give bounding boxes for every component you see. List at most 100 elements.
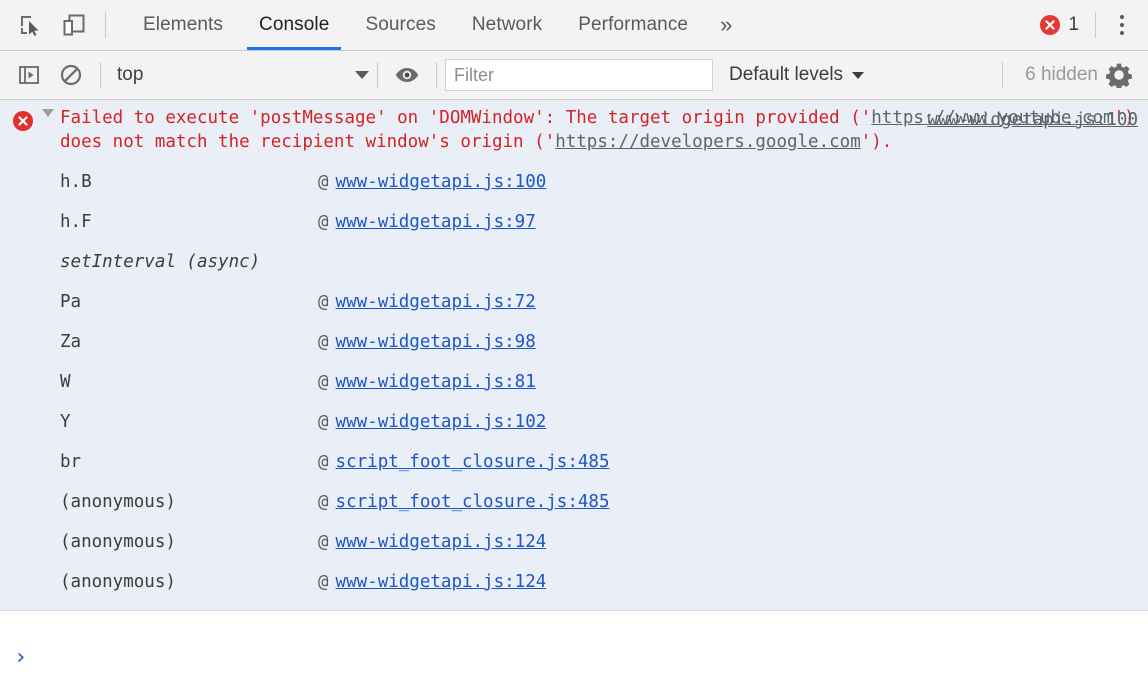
- kebab-dot: [1120, 23, 1124, 27]
- stack-frame-function: h.F: [60, 212, 92, 232]
- error-message-header: Failed to execute 'postMessage' on 'DOMW…: [0, 106, 1148, 154]
- tab-label: Elements: [143, 14, 224, 35]
- kebab-dot: [1120, 31, 1124, 35]
- stack-frame-row: (anonymous) @ www-widgetapi.js:124: [0, 522, 1148, 562]
- stack-frame-function: (anonymous): [60, 532, 176, 552]
- stack-frame-row: (anonymous) @ script_foot_closure.js:485: [0, 482, 1148, 522]
- stack-frame-function: setInterval (async): [60, 252, 261, 272]
- stack-frame-row: Y @ www-widgetapi.js:102: [0, 402, 1148, 442]
- eye-icon: [395, 68, 419, 82]
- stack-frame-function: W: [60, 372, 71, 392]
- error-circle-icon: [13, 111, 33, 131]
- chevron-down-icon: [852, 71, 865, 79]
- stack-frame-function: Pa: [60, 292, 82, 312]
- panel-tabs: Elements Console Sources Network Perform…: [125, 0, 746, 50]
- toolbar-divider: [100, 62, 101, 88]
- inspect-element-icon: [21, 16, 39, 36]
- execution-context-selector[interactable]: top: [109, 64, 369, 86]
- stack-frame-row: h.B@www-widgetapi.js:100: [0, 162, 1148, 202]
- error-message-text: Failed to execute 'postMessage' on 'DOMW…: [60, 106, 1148, 154]
- stack-frame-source-link[interactable]: www-widgetapi.js:124: [335, 572, 547, 592]
- log-levels-label: Default levels: [729, 64, 844, 85]
- stack-frame-source-link[interactable]: www-widgetapi.js:97: [335, 212, 536, 232]
- device-toolbar-button[interactable]: [52, 0, 96, 50]
- kebab-dot: [1120, 15, 1124, 19]
- error-icon-cell: [12, 106, 42, 154]
- at-symbol: @: [318, 412, 329, 432]
- tab-console[interactable]: Console: [241, 0, 347, 50]
- stack-frame-source-link[interactable]: www-widgetapi.js:72: [335, 292, 536, 312]
- console-settings-button[interactable]: [1098, 54, 1140, 96]
- stack-frame-source-link[interactable]: www-widgetapi.js:81: [335, 372, 536, 392]
- stack-frame-source-link[interactable]: script_foot_closure.js:485: [335, 492, 610, 512]
- console-prompt[interactable]: ›: [0, 635, 1148, 680]
- at-symbol: @: [318, 372, 329, 392]
- triangle-down-icon: [42, 109, 54, 137]
- error-count-label: 1: [1068, 14, 1079, 35]
- toolbar-divider: [105, 12, 106, 38]
- stack-frame-function: Za: [60, 332, 82, 352]
- live-expression-button[interactable]: [386, 54, 428, 96]
- inline-url[interactable]: https://developers.google.com: [555, 132, 861, 152]
- stack-frame-source-link[interactable]: www-widgetapi.js:102: [335, 412, 547, 432]
- at-symbol: @: [318, 572, 329, 592]
- console-message-list: Failed to execute 'postMessage' on 'DOMW…: [0, 100, 1148, 635]
- tab-network[interactable]: Network: [454, 0, 560, 50]
- tab-performance[interactable]: Performance: [560, 0, 706, 50]
- at-symbol: @: [318, 212, 329, 232]
- error-text-segment: ').: [860, 132, 893, 152]
- stack-frame-source-link[interactable]: www-widgetapi.js:124: [335, 532, 547, 552]
- execution-context-label: top: [117, 64, 144, 85]
- chevron-double-right-icon: »: [720, 12, 733, 37]
- tab-sources[interactable]: Sources: [347, 0, 453, 50]
- stack-frame-function: (anonymous): [60, 572, 176, 592]
- device-toolbar-icon: [63, 14, 85, 36]
- badge-divider: [1095, 12, 1096, 38]
- at-symbol: @: [318, 532, 329, 552]
- devtools-main-menu-button[interactable]: [1102, 5, 1142, 45]
- tab-label: Network: [471, 14, 543, 35]
- stack-frame-function: Y: [60, 412, 71, 432]
- stack-frame-row: br @ script_foot_closure.js:485: [0, 442, 1148, 482]
- hidden-messages-label: 6 hidden: [1025, 64, 1098, 85]
- devtools-tabbar: Elements Console Sources Network Perform…: [0, 0, 1148, 51]
- inline-url[interactable]: https://www.youtube.com: [871, 108, 1114, 128]
- at-symbol: @: [318, 332, 329, 352]
- error-text-segment: ') does not match the recipient window's…: [60, 108, 1146, 152]
- error-count-badge[interactable]: 1: [1029, 14, 1089, 36]
- tab-label: Performance: [578, 14, 689, 35]
- toolbar-divider: [436, 62, 437, 88]
- prompt-chevron-icon: ›: [14, 644, 28, 670]
- log-levels-selector[interactable]: Default levels: [729, 64, 865, 86]
- console-sidebar-toggle-button[interactable]: [8, 54, 50, 96]
- stack-frame-source-link[interactable]: script_foot_closure.js:485: [335, 452, 610, 472]
- stack-frame-source-link[interactable]: www-widgetapi.js:98: [335, 332, 536, 352]
- at-symbol: @: [318, 492, 329, 512]
- stack-frame-row: h.F @ www-widgetapi.js:97: [0, 202, 1148, 242]
- more-tabs-button[interactable]: »: [706, 0, 746, 50]
- clear-console-button[interactable]: [50, 54, 92, 96]
- console-filter-input[interactable]: [445, 59, 713, 91]
- at-symbol: @: [318, 172, 329, 192]
- expand-toggle[interactable]: [42, 106, 60, 154]
- console-toolbar: top Default levels 6 hidden: [0, 51, 1148, 100]
- toolbar-divider: [1002, 62, 1004, 88]
- error-text-segment: Failed to execute 'postMessage' on 'DOMW…: [60, 108, 872, 128]
- tab-label: Sources: [365, 14, 436, 35]
- stack-frame-row: Za @ www-widgetapi.js:98: [0, 322, 1148, 362]
- clear-console-icon: [60, 64, 82, 86]
- stack-frame-row: W @ www-widgetapi.js:81: [0, 362, 1148, 402]
- stack-frame-row: setInterval (async): [0, 242, 1148, 282]
- at-symbol: @: [318, 452, 329, 472]
- stack-frame-source-link[interactable]: www-widgetapi.js:100: [335, 172, 547, 192]
- stack-frame-row: Pa@www-widgetapi.js:72: [0, 282, 1148, 322]
- error-source-link[interactable]: www-widgetapi.js:100: [927, 110, 1138, 130]
- stack-frame-function: br: [60, 452, 82, 472]
- stack-frame-function: (anonymous): [60, 492, 176, 512]
- console-sidebar-icon: [19, 66, 39, 84]
- chevron-down-icon: [355, 71, 369, 79]
- console-error-message[interactable]: Failed to execute 'postMessage' on 'DOMW…: [0, 100, 1148, 611]
- tab-elements[interactable]: Elements: [125, 0, 241, 50]
- inspect-element-button[interactable]: [8, 0, 52, 50]
